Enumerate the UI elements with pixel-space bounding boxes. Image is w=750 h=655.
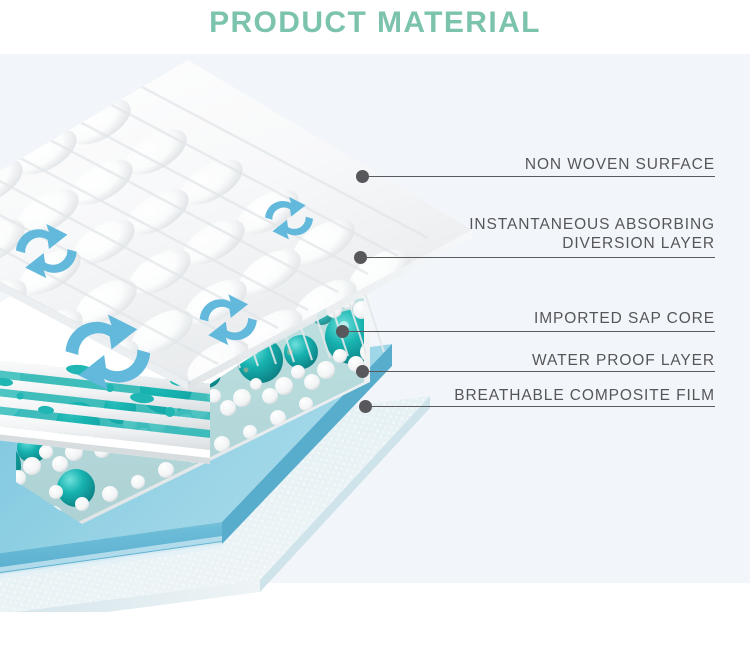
airflow-arrow-icon	[15, 224, 77, 279]
callout-label: WATER PROOF LAYER	[532, 352, 715, 369]
header-band	[0, 0, 750, 54]
page-title: PRODUCT MATERIAL	[209, 6, 541, 39]
callout-label: BREATHABLE COMPOSITE FILM	[454, 387, 715, 404]
callout-line	[362, 176, 715, 177]
airflow-arrows	[15, 196, 313, 390]
airflow-arrow-icon	[199, 294, 257, 346]
airflow-arrow-icon	[265, 196, 313, 240]
callout-line	[362, 371, 715, 372]
airflow-arrow-icon	[65, 314, 151, 390]
callout-label: IMPORTED SAP CORE	[534, 310, 715, 327]
callout-label: INSTANTANEOUS ABSORBING DIVERSION LAYER	[469, 216, 715, 252]
product-illustration	[0, 60, 472, 612]
layer-non-woven-surface	[0, 60, 472, 390]
callout-label: NON WOVEN SURFACE	[524, 156, 715, 173]
callout-line	[360, 257, 715, 258]
callout-line	[342, 331, 715, 332]
diversion-ribs	[0, 360, 210, 464]
callout-line	[365, 406, 715, 407]
